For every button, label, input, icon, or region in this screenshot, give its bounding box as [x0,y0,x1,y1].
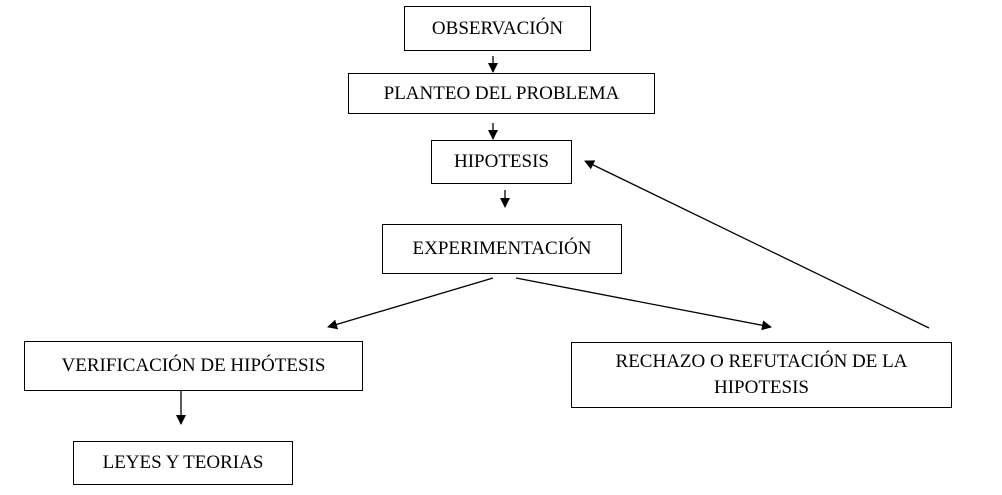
node-planteo-del-problema: PLANTEO DEL PROBLEMA [348,73,655,114]
arrow-experimentacion-to-verificacion [327,277,494,330]
node-label: RECHAZO O REFUTACIÓN DE LA HIPOTESIS [615,351,908,398]
arrow-rechazo-to-hipotesis [584,160,930,329]
node-label: LEYES Y TEORIAS [102,452,264,473]
node-rechazo-refutacion: RECHAZO O REFUTACIÓN DE LA HIPOTESIS [571,342,952,408]
node-label: EXPERIMENTACIÓN [412,238,592,259]
node-label: VERIFICACIÓN DE HIPÓTESIS [61,355,326,376]
node-label: OBSERVACIÓN [431,17,564,39]
node-leyes-y-teorias: LEYES Y TEORIAS [73,441,293,485]
node-label: PLANTEO DEL PROBLEMA [383,82,620,104]
node-verificacion-de-hipotesis: VERIFICACIÓN DE HIPÓTESIS [24,341,363,391]
node-observacion: OBSERVACIÓN [404,6,591,51]
node-hipotesis: HIPOTESIS [431,140,572,184]
node-experimentacion: EXPERIMENTACIÓN [382,224,622,274]
arrow-experimentacion-to-rechazo [515,277,772,331]
node-label: HIPOTESIS [453,151,549,172]
